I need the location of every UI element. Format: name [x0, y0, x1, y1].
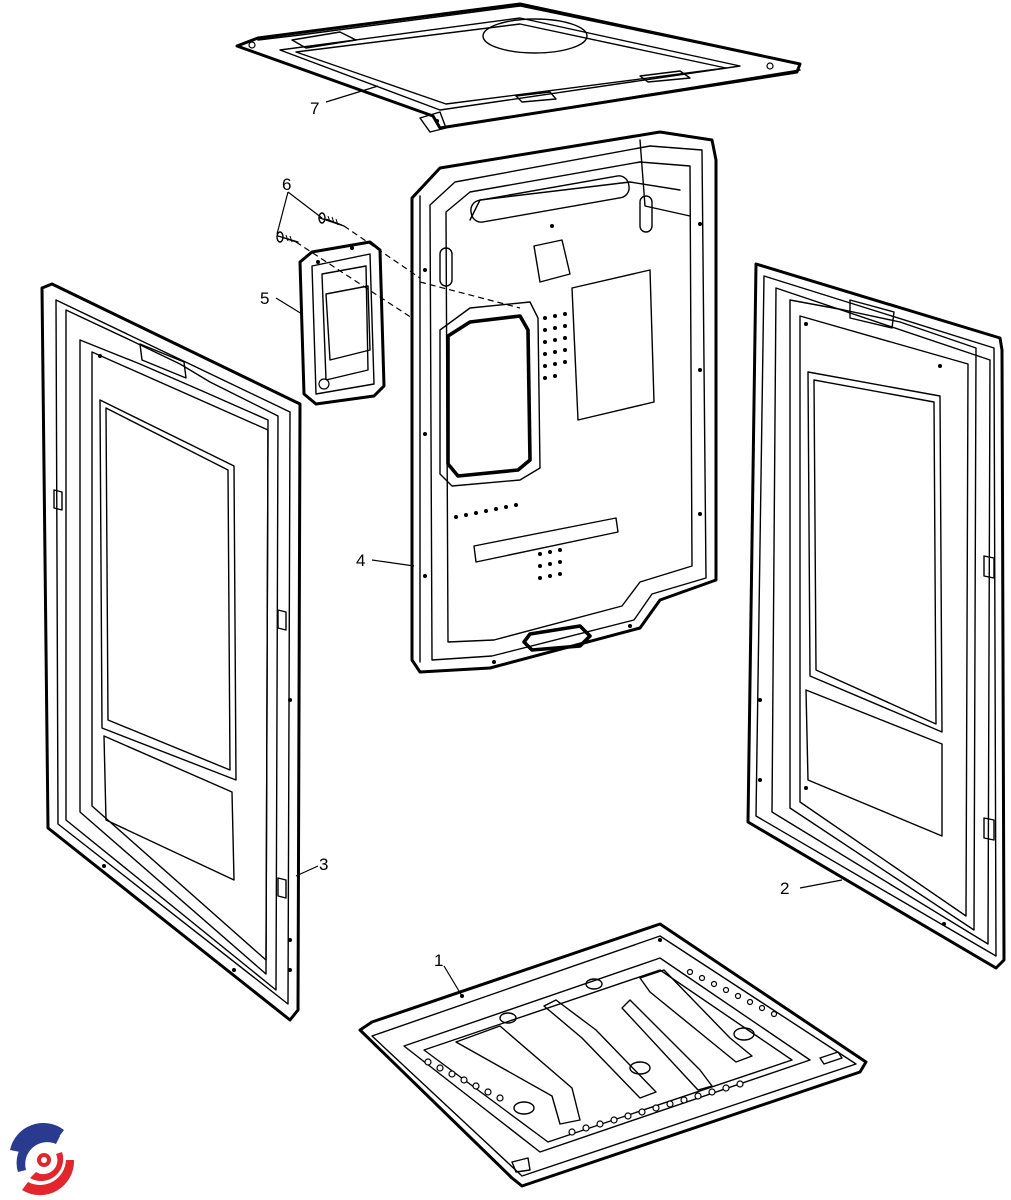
callout-2: 2 — [780, 879, 789, 898]
back-panel-part-4[interactable] — [410, 130, 718, 674]
callout-7: 7 — [310, 99, 319, 118]
back-panel-vent-holes — [454, 312, 567, 580]
callout-3: 3 — [319, 855, 328, 874]
callout-4: 4 — [356, 551, 365, 570]
screws-part-6[interactable] — [276, 212, 345, 243]
circular-swirl-logo-icon — [6, 1122, 78, 1196]
top-panel-part-7[interactable] — [235, 2, 802, 133]
callout-1: 1 — [434, 951, 443, 970]
right-side-panel-part-2[interactable] — [746, 262, 1006, 970]
bottom-panel-part-1[interactable] — [358, 922, 868, 1188]
callout-5: 5 — [260, 289, 269, 308]
leader-lines — [275, 85, 843, 997]
bottom-panel-holes-front — [424, 1058, 744, 1136]
callout-6: 6 — [282, 175, 291, 194]
cover-plate-part-5[interactable] — [298, 240, 386, 406]
bottom-panel-holes-rear — [686, 968, 778, 1018]
left-side-panel-part-3[interactable] — [40, 282, 302, 1022]
